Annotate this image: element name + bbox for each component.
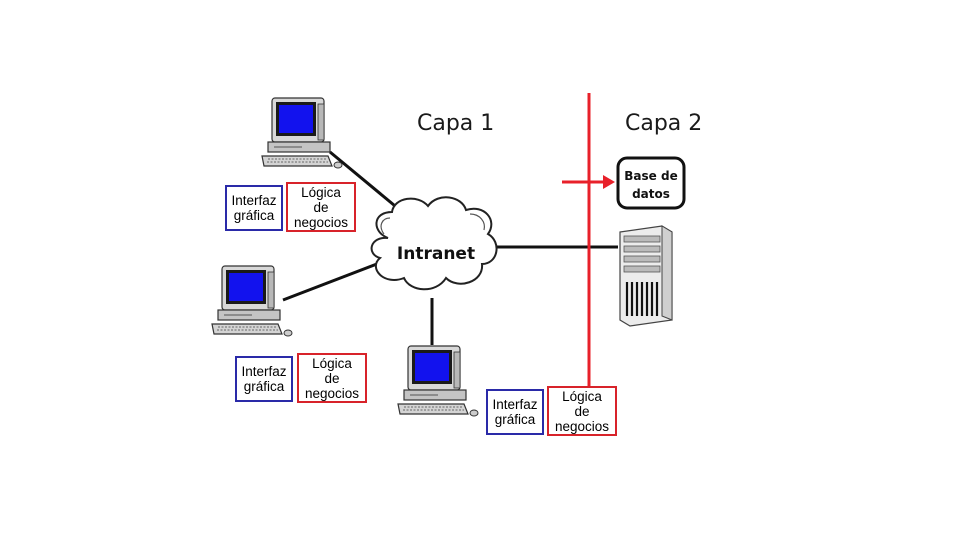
client-3-gui-box: Interfaz gráfica (486, 389, 544, 435)
client-1-gui-box: Interfaz gráfica (225, 185, 283, 231)
client-1-logic-line1: Lógica (301, 184, 341, 200)
client-2-gui-box: Interfaz gráfica (235, 356, 293, 402)
intranet-cloud: Intranet (370, 196, 498, 291)
client-1-logic-line3: negocios (293, 214, 349, 230)
client-2-gui-line2: gráfica (243, 379, 285, 394)
client-3-logic-box: Lógica de negocios (547, 386, 617, 436)
client-computer-2-icon (211, 265, 293, 337)
client-2-logic-line1: Lógica (312, 355, 352, 371)
client-1-gui-line1: Interfaz (231, 193, 277, 208)
layer-1-label: Capa 1 (417, 111, 495, 136)
client-1-logic-box: Lógica de negocios (286, 182, 356, 232)
server-icon (619, 225, 673, 327)
database-label-line1: Base de (624, 169, 677, 183)
database-node: Base de datos (616, 156, 686, 210)
client-2-logic-line2: de (324, 370, 340, 386)
database-arrow (562, 175, 615, 189)
client-3-logic-line2: de (574, 403, 590, 419)
link-client2-intranet (282, 260, 383, 302)
client-3-gui-line1: Interfaz (492, 397, 538, 412)
client-2-logic-line3: negocios (304, 385, 360, 401)
client-1-logic-line2: de (313, 199, 329, 215)
client-1-gui-line2: gráfica (233, 208, 275, 223)
client-2-logic-box: Lógica de negocios (297, 353, 367, 403)
client-3-gui-line2: gráfica (494, 412, 536, 427)
database-label-line2: datos (632, 187, 670, 201)
client-computer-3-icon (397, 345, 479, 417)
client-computer-1-icon (261, 97, 343, 169)
client-3-logic-line1: Lógica (562, 388, 602, 404)
client-2-gui-line1: Interfaz (241, 364, 287, 379)
intranet-label: Intranet (397, 244, 475, 264)
layer-2-label: Capa 2 (625, 111, 703, 136)
client-3-logic-line3: negocios (554, 418, 610, 434)
